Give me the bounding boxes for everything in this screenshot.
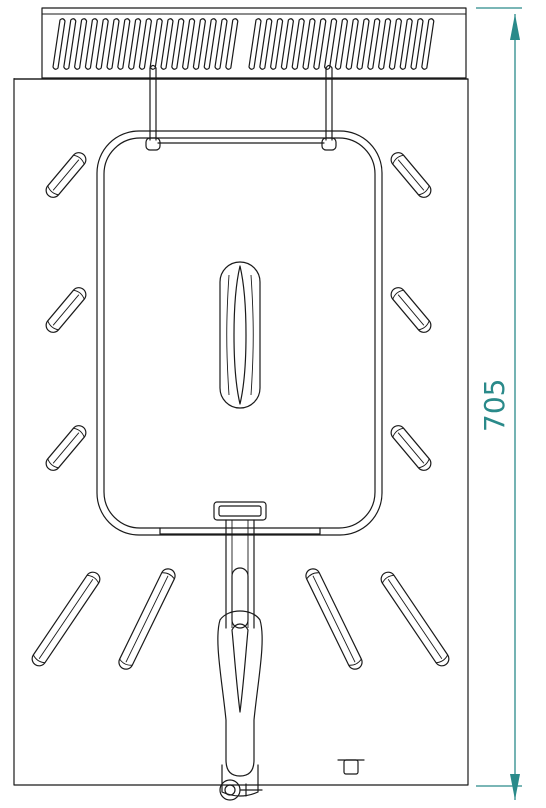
- vent-slot: [84, 18, 98, 70]
- vent-slot: [45, 152, 87, 198]
- vent-slot: [291, 18, 305, 70]
- vent-slot: [378, 18, 392, 70]
- vent-slot: [149, 18, 163, 70]
- side-vent-slots: [45, 152, 432, 471]
- vent-slot: [388, 18, 402, 70]
- vent-slot: [63, 18, 77, 70]
- vent-slot: [390, 425, 432, 471]
- vent-slot: [45, 425, 87, 471]
- vent-slot: [270, 18, 284, 70]
- vent-slot: [345, 18, 359, 70]
- height-dimension-label: 705: [478, 379, 511, 432]
- vent-slot: [74, 18, 88, 70]
- vent-slot: [214, 18, 228, 70]
- vent-slots: [52, 18, 435, 70]
- vent-slot: [259, 18, 273, 70]
- vent-slot: [95, 18, 109, 70]
- vent-slot: [356, 18, 370, 70]
- vent-slot: [128, 18, 142, 70]
- vent-slot: [225, 18, 239, 70]
- vent-slot: [248, 18, 262, 70]
- vent-slot: [45, 287, 87, 333]
- vent-slot: [182, 18, 196, 70]
- vent-slot: [160, 18, 174, 70]
- vent-slot: [280, 18, 294, 70]
- lid-handle: [219, 261, 261, 409]
- vent-slot: [380, 571, 450, 667]
- vent-slot: [106, 18, 120, 70]
- frying-basket: [96, 130, 383, 536]
- vent-slot: [52, 18, 66, 70]
- vent-slot: [324, 18, 338, 70]
- vent-slot: [390, 287, 432, 333]
- vent-slot: [171, 18, 185, 70]
- vent-slot: [192, 18, 206, 70]
- vent-slot: [390, 152, 432, 198]
- vent-slot: [399, 18, 413, 70]
- basket-handle: [213, 501, 267, 801]
- fryer-body-outline: [13, 78, 469, 786]
- bottom-vent-slots: [31, 568, 450, 670]
- vent-grille: [13, 7, 467, 80]
- vent-slot: [367, 18, 381, 70]
- height-dimension: 705: [476, 7, 522, 800]
- vent-slot: [410, 18, 424, 70]
- vent-slot: [313, 18, 327, 70]
- vent-slot: [117, 18, 131, 70]
- vent-slot: [421, 18, 435, 70]
- vent-slot: [31, 571, 101, 667]
- vent-slot: [138, 18, 152, 70]
- vent-slot: [302, 18, 316, 70]
- vent-slot: [334, 18, 348, 70]
- vent-slot: [305, 568, 363, 670]
- drain-stub: [337, 759, 365, 775]
- vent-slot: [118, 568, 176, 670]
- vent-slot: [203, 18, 217, 70]
